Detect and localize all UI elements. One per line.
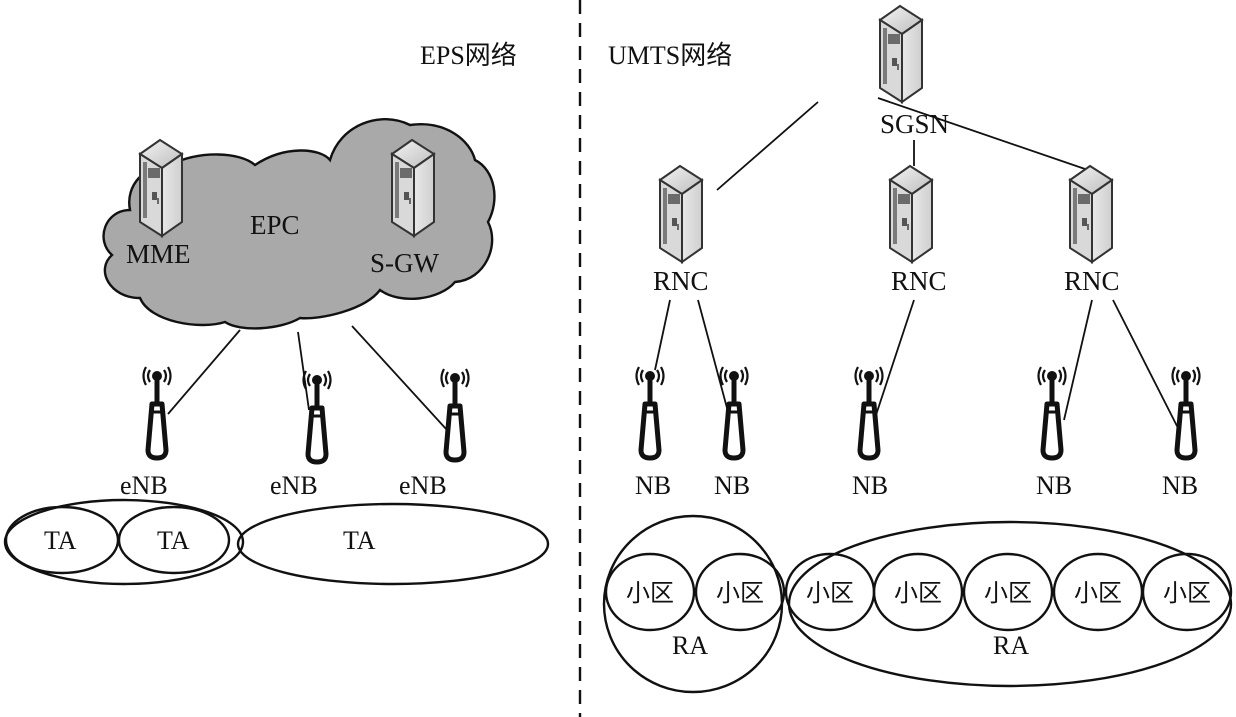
- link-sgsn-rnc3: [877, 97, 1089, 171]
- mme-server-icon: [139, 139, 183, 237]
- ta-area-3: [236, 502, 550, 586]
- rnc3-label: RNC: [1064, 266, 1120, 296]
- link-sgsn-rnc1: [716, 101, 819, 191]
- nb4-antenna-icon: [1039, 367, 1066, 458]
- nb2-label: NB: [714, 471, 750, 500]
- nb4-label: NB: [1036, 471, 1072, 500]
- cell-label: 小区: [626, 579, 674, 607]
- cell-label: 小区: [716, 579, 764, 607]
- link-epc-enb1: [167, 329, 241, 415]
- nb5-label: NB: [1162, 471, 1198, 500]
- sgw-server-icon: [391, 139, 435, 237]
- enb3-antenna-icon: [442, 369, 469, 460]
- nb2-antenna-icon: [721, 367, 748, 458]
- cell-label: 小区: [1074, 579, 1122, 607]
- nb3-antenna-icon: [856, 367, 883, 458]
- cell-label: 小区: [984, 579, 1032, 607]
- rnc1-label: RNC: [653, 266, 709, 296]
- rnc2-label: RNC: [891, 266, 947, 296]
- enb2-antenna-icon: [304, 371, 331, 462]
- sgw-label: S-GW: [370, 248, 440, 278]
- mme-label: MME: [126, 239, 191, 269]
- link-epc-enb2: [297, 331, 310, 411]
- link-rnc1-nb1: [654, 299, 671, 371]
- link-rnc1-nb2: [697, 299, 728, 409]
- rnc1-server-icon: [659, 165, 703, 263]
- ra-label-1: RA: [672, 631, 708, 660]
- rnc2-server-icon: [889, 165, 933, 263]
- enb1-label: eNB: [120, 471, 168, 500]
- cells-group: 小区 小区 小区 小区 小区 小区 小区: [604, 552, 1233, 632]
- umts-network-title: UMTS网络: [608, 41, 732, 70]
- link-rnc3-nb4: [1063, 299, 1093, 421]
- cell-circle: [1141, 552, 1233, 632]
- cell-label: 小区: [894, 579, 942, 607]
- sgsn-server-icon: [879, 5, 923, 103]
- cell-circle: [872, 552, 964, 632]
- enb3-label: eNB: [399, 471, 447, 500]
- nb3-label: NB: [852, 471, 888, 500]
- eps-network-title: EPS网络: [420, 41, 517, 70]
- enb1-antenna-icon: [144, 367, 171, 458]
- link-rnc3-nb5: [1112, 299, 1179, 429]
- cell-circle: [604, 552, 696, 632]
- cell-circle: [694, 552, 786, 632]
- ta-label-3: TA: [343, 526, 376, 555]
- ta-label-2: TA: [157, 526, 190, 555]
- cell-label: 小区: [806, 579, 854, 607]
- ra-label-2: RA: [993, 631, 1029, 660]
- nb1-antenna-icon: [637, 367, 664, 458]
- link-rnc2-nb3: [875, 299, 915, 416]
- cell-label: 小区: [1163, 579, 1211, 607]
- cell-circle: [962, 552, 1054, 632]
- nb1-label: NB: [635, 471, 671, 500]
- epc-label: EPC: [250, 210, 300, 240]
- link-epc-enb3: [351, 325, 448, 431]
- sgsn-label: SGSN: [880, 109, 949, 139]
- nb5-antenna-icon: [1173, 367, 1200, 458]
- rnc3-server-icon: [1069, 165, 1113, 263]
- enb2-label: eNB: [270, 471, 318, 500]
- ta-area-2: [117, 505, 231, 575]
- ta-label-1: TA: [44, 526, 77, 555]
